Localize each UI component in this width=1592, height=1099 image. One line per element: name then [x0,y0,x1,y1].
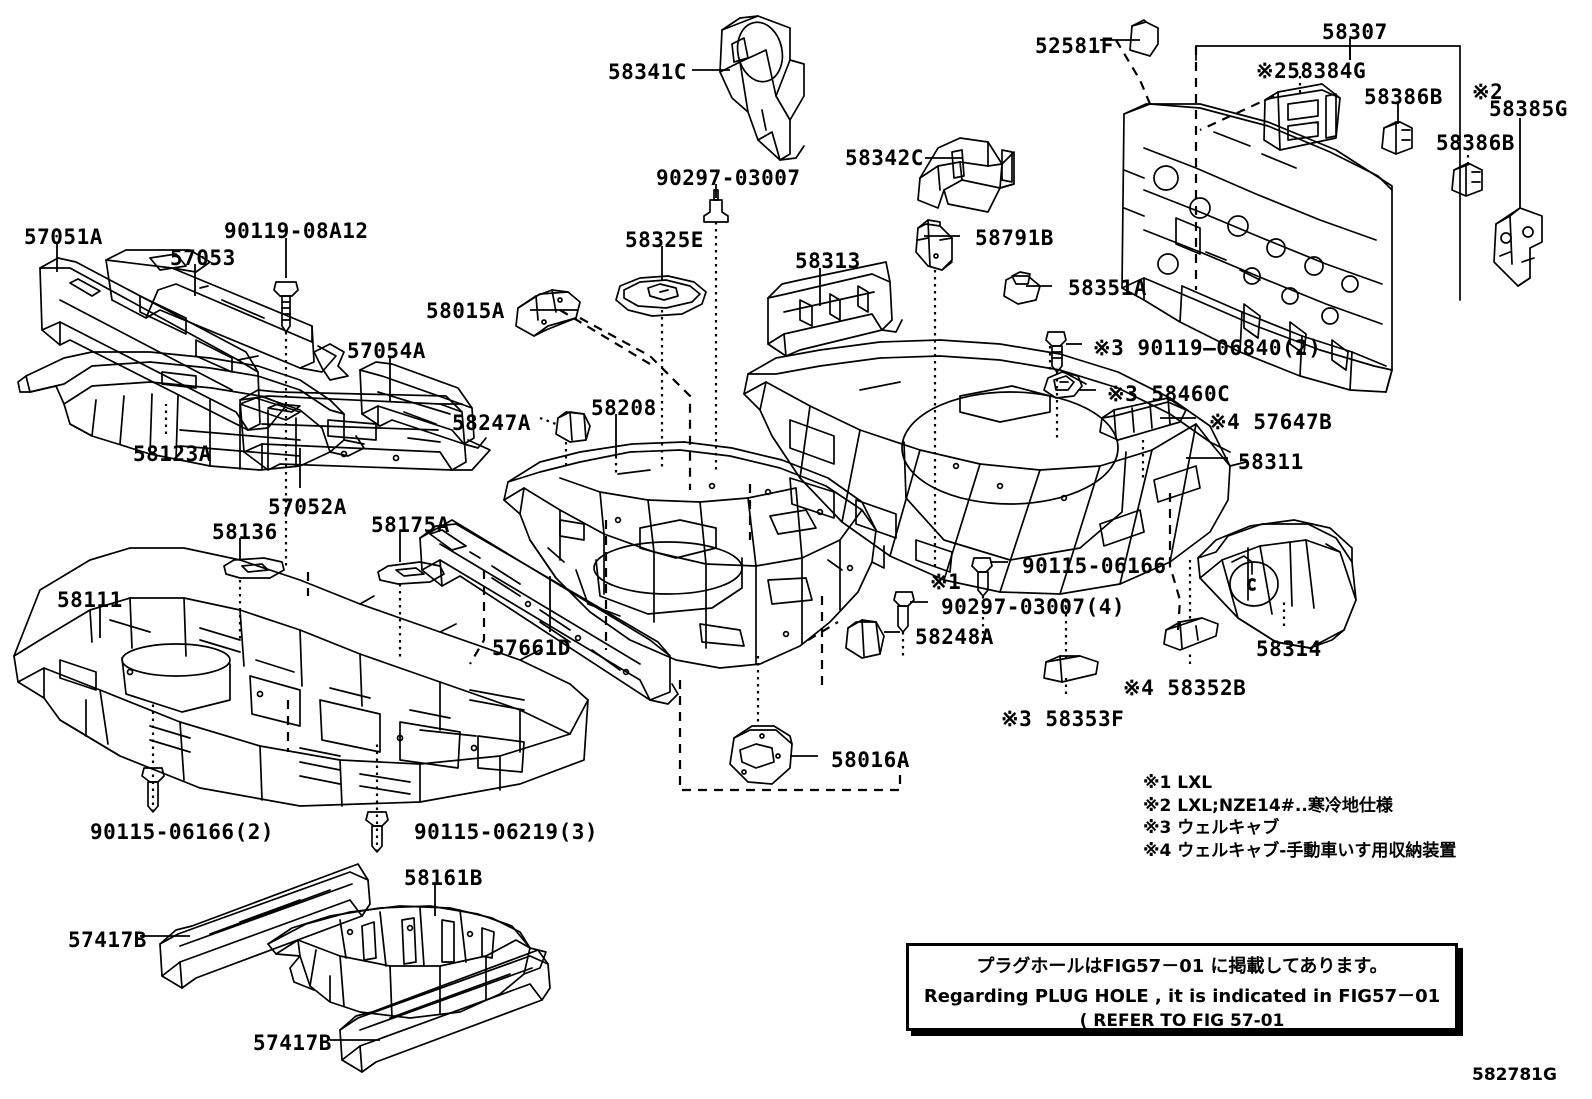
part-label-90115-06219-3: 90115-06219(3) [414,820,599,844]
part-57661D [419,519,679,705]
part-label-58341C: 58341C [608,60,687,84]
part-label-58307: 58307 [1322,20,1388,44]
note-marker-1: ※1 [930,570,962,594]
part-58791B [915,219,953,271]
part-label-58123A: 58123A [133,442,212,466]
bolt-90119-08A12 [273,281,299,333]
part-58460C [1043,371,1083,399]
figure-number: 582781G [1472,1065,1557,1085]
part-58111 [13,547,589,807]
part-57051A [39,257,287,431]
part-58136 [223,557,285,579]
part-label-58386B-lower: 58386B [1436,131,1515,155]
bolt-90115-06219-3 [365,811,389,853]
part-58248A [845,619,885,659]
legend-line-2: ※2 LXL;NZE14#..寒冷地仕様 [1143,795,1393,816]
bolt-90115-06166-2 [141,767,165,813]
part-label-58384G: ※258384G [1256,59,1367,83]
part-58161B [267,905,547,1019]
svg-text:C: C [1247,576,1256,594]
part-58353F [1043,655,1099,683]
note-line-en: Regarding PLUG HOLE , it is indicated in… [923,986,1441,1007]
part-label-58248A: 58248A [915,625,994,649]
part-label-58015A: 58015A [426,299,505,323]
part-58208 [503,441,885,669]
part-58175A [377,561,445,585]
part-label-58313: 58313 [795,249,861,273]
part-label-90119-06840: ※3 90119–06840(2) [1093,336,1322,360]
part-label-58175A: 58175A [371,513,450,537]
part-label-58385G: 58385G [1489,97,1568,121]
part-57647B [1099,397,1187,441]
part-58016A [729,725,793,785]
bolt-90115-06166-right [971,557,993,597]
bolt-90119-06840 [1045,331,1067,373]
legend-line-4: ※4 ウェルキャブ-手動車いす用収納装置 [1143,840,1457,861]
part-58352B [1163,617,1219,651]
part-label-57647B: ※4 57647B [1209,410,1333,434]
part-58351A [1003,271,1041,305]
legend-line-1: ※1 LXL [1143,773,1213,793]
part-label-57051A: 57051A [24,225,103,249]
note-marker-2: ※2 [1472,80,1504,104]
part-label-57052A: 57052A [268,495,347,519]
part-58386B-1 [1381,121,1413,155]
part-label-52581F: 52581F [1035,34,1114,58]
part-label-58791B: 58791B [975,226,1054,250]
part-57053 [105,249,337,373]
part-58247A [555,411,591,443]
part-label-58161B: 58161B [404,866,483,890]
part-52581F [1129,19,1159,57]
part-58325E [615,275,707,317]
part-label-58460C: ※3 58460C [1107,382,1231,406]
part-label-58247A: 58247A [452,411,531,435]
part-58341C [719,15,805,161]
part-57417B-1 [159,863,371,989]
legend-line-3: ※3 ウェルキャブ [1143,818,1280,839]
part-58123A [17,351,365,471]
part-57417B-2 [339,949,551,1073]
part-label-90297-03007-4: 90297-03007(4) [941,595,1126,619]
part-label-90115-06166: 90115-06166 [1022,554,1167,578]
part-label-58016A: 58016A [831,748,910,772]
part-58313 [767,261,903,357]
part-label-58136: 58136 [212,520,278,544]
part-label-58352B: ※4 58352B [1123,676,1247,700]
part-58342C [917,137,1015,213]
part-57052A [239,389,491,471]
part-58311 [743,339,1247,595]
part-label-58342C: 58342C [845,146,924,170]
part-58314: C [1197,519,1357,649]
part-58015A [515,289,581,337]
part-label-90115-06166-2: 90115-06166(2) [90,820,275,844]
part-label-90297-03007: 90297-03007 [656,166,801,190]
part-label-57417B-upper: 57417B [68,928,147,952]
bolt-90297-03007-4 [893,591,915,633]
part-58386B-2 [1451,163,1483,197]
part-label-58314: 58314 [1256,637,1322,661]
part-label-58386B-upper: 58386B [1364,85,1443,109]
part-label-58311: 58311 [1238,450,1304,474]
part-label-58325E: 58325E [625,228,704,252]
part-57053-tip [313,343,349,381]
part-label-58111: 58111 [57,588,123,612]
part-label-90119-08A12: 90119-08A12 [224,219,369,243]
note-line-refer: ( REFER TO FIG 57-01 [1079,1011,1285,1031]
plug-hole-note-box: プラグホールはFIG57－01 に掲載してあります。 Regarding PLU… [906,943,1458,1031]
note-line-jp: プラグホールはFIG57－01 に掲載してあります。 [976,956,1388,977]
part-label-58353F: ※3 58353F [1001,707,1125,731]
part-58385G [1493,207,1543,287]
part-label-58208: 58208 [591,396,657,420]
part-label-58351A: 58351A [1068,276,1147,300]
part-label-57053: 57053 [170,246,236,270]
part-57054A [359,361,487,449]
leader-lines [56,38,1521,1041]
footnote-legend: ※1 LXL ※2 LXL;NZE14#..寒冷地仕様 ※3 ウェルキャブ ※4… [1143,772,1456,862]
part-label-57417B-lower: 57417B [253,1031,332,1055]
part-label-57661D: 57661D [492,636,571,660]
part-58307 [1121,103,1393,393]
part-label-57054A: 57054A [347,339,426,363]
